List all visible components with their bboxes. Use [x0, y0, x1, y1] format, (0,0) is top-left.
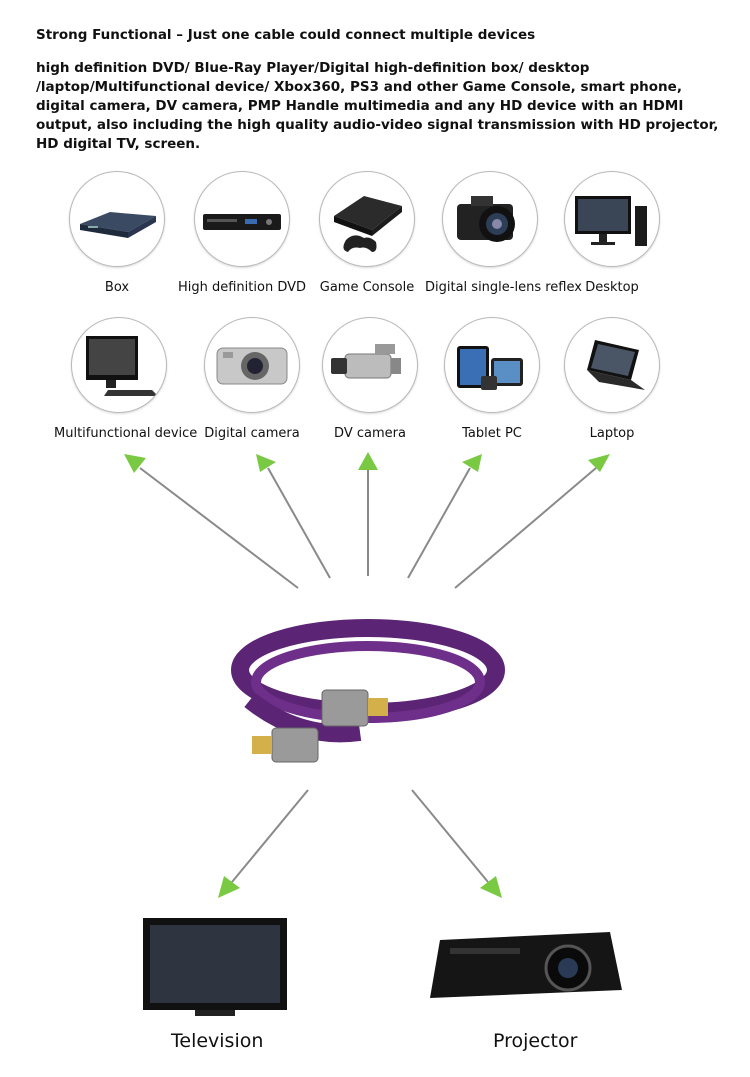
device-label: High definition DVD [177, 280, 307, 295]
hdmi-cable-icon [231, 619, 505, 763]
arrow-heads [124, 452, 610, 898]
device-label: Laptop [589, 426, 635, 441]
output-label-projector: Projector [493, 1030, 578, 1052]
device-digital-camera: Digital camera [187, 317, 317, 441]
device-game-console: Game Console [302, 171, 432, 295]
device-label: DV camera [334, 426, 406, 441]
dvd-player-icon [194, 171, 290, 267]
all-in-one-pc-icon [71, 317, 167, 413]
device-dvd: High definition DVD [177, 171, 307, 295]
device-dslr: Digital single-lens reflex [425, 171, 582, 295]
device-label: Desktop [585, 280, 639, 295]
page-title: Strong Functional – Just one cable could… [36, 27, 536, 43]
television-icon [143, 918, 287, 1016]
device-desktop: Desktop [547, 171, 677, 295]
device-laptop: Laptop [547, 317, 677, 441]
device-label: Tablet PC [462, 426, 522, 441]
camcorder-icon [322, 317, 418, 413]
device-label: Box [104, 280, 130, 295]
laptop-icon [564, 317, 660, 413]
device-box: Box [52, 171, 182, 295]
settop-box-icon [69, 171, 165, 267]
dslr-camera-icon [442, 171, 538, 267]
desktop-computer-icon [564, 171, 660, 267]
device-tablet: Tablet PC [427, 317, 557, 441]
tablet-icon [444, 317, 540, 413]
projector-icon [430, 932, 622, 998]
output-label-television: Television [171, 1030, 264, 1052]
device-label: Game Console [319, 280, 415, 295]
game-console-icon [319, 171, 415, 267]
device-label: Multifunctional device [54, 426, 198, 441]
device-dv-camera: DV camera [305, 317, 435, 441]
device-label: Digital camera [204, 426, 300, 441]
device-multifunctional: Multifunctional device [54, 317, 198, 441]
compact-camera-icon [204, 317, 300, 413]
device-label: Digital single-lens reflex [425, 280, 582, 295]
description-text: high definition DVD/ Blue-Ray Player/Dig… [36, 60, 719, 152]
